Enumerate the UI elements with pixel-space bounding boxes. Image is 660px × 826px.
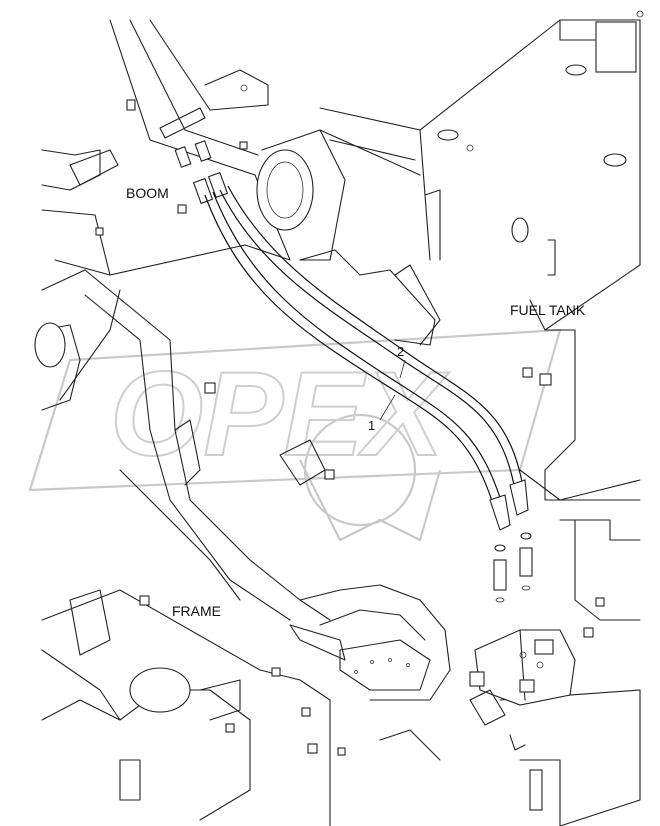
callout-leaders <box>379 359 406 421</box>
callout-part-2: 2 <box>397 344 404 359</box>
left-frame-arm <box>34 269 335 621</box>
hose-2-inner <box>227 185 524 488</box>
swing-bearing <box>289 584 451 701</box>
hydraulic-hoses <box>204 185 529 531</box>
hose-1 <box>204 194 496 511</box>
opex-watermark: OPEX <box>28 328 562 542</box>
hose-fittings-top <box>159 107 229 205</box>
fuel-tank <box>319 10 644 331</box>
watermark-text: OPEX <box>110 347 450 481</box>
hose-1-inner <box>212 191 504 508</box>
adapters <box>493 532 533 603</box>
valve-block <box>469 629 576 751</box>
right-frame <box>499 329 641 826</box>
hose-2 <box>219 189 516 491</box>
boom-arm <box>41 19 291 276</box>
label-frame: FRAME <box>172 603 221 619</box>
boom-pivot-mount <box>256 129 441 346</box>
label-boom: BOOM <box>126 185 169 201</box>
callout-part-1: 1 <box>368 418 375 433</box>
label-fuel-tank: FUEL TANK <box>510 302 586 318</box>
lower-frame <box>41 589 441 826</box>
